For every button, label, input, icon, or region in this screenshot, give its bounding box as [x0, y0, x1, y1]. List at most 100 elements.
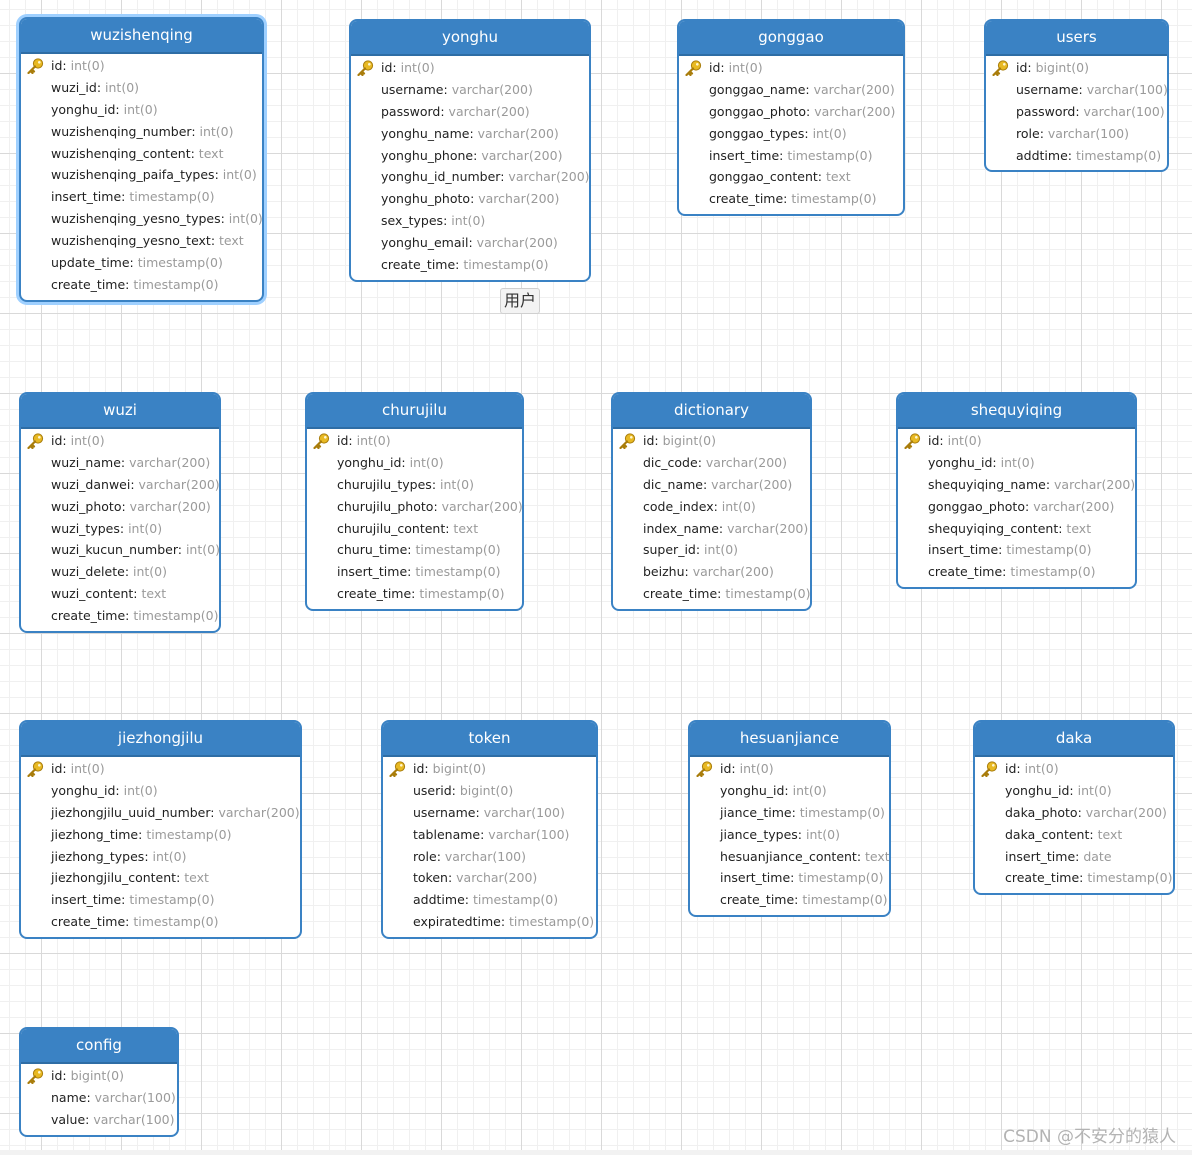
- field-row[interactable]: create_time: timestamp(0): [21, 911, 300, 933]
- relationship-label[interactable]: 用户: [500, 288, 541, 314]
- field-row[interactable]: churujilu_content: text: [307, 518, 522, 540]
- field-row[interactable]: wuzi_kucun_number: int(0): [21, 539, 219, 561]
- field-row[interactable]: create_time: timestamp(0): [21, 605, 219, 627]
- field-row[interactable]: insert_time: timestamp(0): [898, 539, 1135, 561]
- field-row[interactable]: wuzi_types: int(0): [21, 518, 219, 540]
- field-row[interactable]: wuzi_danwei: varchar(200): [21, 474, 219, 496]
- field-row[interactable]: id: int(0): [307, 430, 522, 452]
- field-row[interactable]: password: varchar(100): [986, 101, 1167, 123]
- table-header[interactable]: wuzi: [21, 394, 219, 429]
- field-row[interactable]: role: varchar(100): [986, 123, 1167, 145]
- field-row[interactable]: yonghu_id: int(0): [975, 780, 1173, 802]
- field-row[interactable]: wuzishenqing_number: int(0): [21, 121, 262, 143]
- field-row[interactable]: wuzishenqing_yesno_text: text: [21, 230, 262, 252]
- field-row[interactable]: name: varchar(100): [21, 1087, 177, 1109]
- field-row[interactable]: yonghu_id_number: varchar(200): [351, 166, 589, 188]
- table-header[interactable]: gonggao: [679, 21, 903, 56]
- field-row[interactable]: gonggao_content: text: [679, 166, 903, 188]
- field-row[interactable]: wuzi_delete: int(0): [21, 561, 219, 583]
- field-row[interactable]: create_time: timestamp(0): [351, 254, 589, 276]
- field-row[interactable]: insert_time: date: [975, 846, 1173, 868]
- field-row[interactable]: yonghu_email: varchar(200): [351, 232, 589, 254]
- field-row[interactable]: create_time: timestamp(0): [613, 583, 810, 605]
- field-row[interactable]: expiratedtime: timestamp(0): [383, 911, 596, 933]
- field-row[interactable]: username: varchar(100): [986, 79, 1167, 101]
- field-row[interactable]: jiezhong_time: timestamp(0): [21, 824, 300, 846]
- field-row[interactable]: yonghu_id: int(0): [21, 99, 262, 121]
- field-row[interactable]: addtime: timestamp(0): [986, 145, 1167, 167]
- field-row[interactable]: wuzi_id: int(0): [21, 77, 262, 99]
- field-row[interactable]: id: int(0): [679, 57, 903, 79]
- field-row[interactable]: update_time: timestamp(0): [21, 252, 262, 274]
- table-header[interactable]: jiezhongjilu: [21, 722, 300, 757]
- field-row[interactable]: userid: bigint(0): [383, 780, 596, 802]
- field-row[interactable]: create_time: timestamp(0): [21, 274, 262, 296]
- field-row[interactable]: shequyiqing_content: text: [898, 518, 1135, 540]
- field-row[interactable]: index_name: varchar(200): [613, 518, 810, 540]
- table-header[interactable]: config: [21, 1029, 177, 1064]
- field-row[interactable]: addtime: timestamp(0): [383, 889, 596, 911]
- field-row[interactable]: token: varchar(200): [383, 867, 596, 889]
- field-row[interactable]: role: varchar(100): [383, 846, 596, 868]
- field-row[interactable]: gonggao_photo: varchar(200): [898, 496, 1135, 518]
- field-row[interactable]: sex_types: int(0): [351, 210, 589, 232]
- field-row[interactable]: yonghu_name: varchar(200): [351, 123, 589, 145]
- field-row[interactable]: yonghu_phone: varchar(200): [351, 145, 589, 167]
- field-row[interactable]: yonghu_id: int(0): [21, 780, 300, 802]
- field-row[interactable]: username: varchar(200): [351, 79, 589, 101]
- field-row[interactable]: yonghu_id: int(0): [690, 780, 889, 802]
- table-header[interactable]: daka: [975, 722, 1173, 757]
- field-row[interactable]: shequyiqing_name: varchar(200): [898, 474, 1135, 496]
- field-row[interactable]: dic_code: varchar(200): [613, 452, 810, 474]
- table-header[interactable]: shequyiqing: [898, 394, 1135, 429]
- field-row[interactable]: yonghu_id: int(0): [898, 452, 1135, 474]
- field-row[interactable]: jiance_types: int(0): [690, 824, 889, 846]
- field-row[interactable]: churu_time: timestamp(0): [307, 539, 522, 561]
- field-row[interactable]: yonghu_id: int(0): [307, 452, 522, 474]
- field-row[interactable]: id: bigint(0): [383, 758, 596, 780]
- field-row[interactable]: id: bigint(0): [613, 430, 810, 452]
- field-row[interactable]: id: int(0): [690, 758, 889, 780]
- field-row[interactable]: churujilu_photo: varchar(200): [307, 496, 522, 518]
- field-row[interactable]: wuzi_name: varchar(200): [21, 452, 219, 474]
- field-row[interactable]: id: int(0): [21, 55, 262, 77]
- field-row[interactable]: jiezhongjilu_uuid_number: varchar(200): [21, 802, 300, 824]
- table-header[interactable]: dictionary: [613, 394, 810, 429]
- field-row[interactable]: churujilu_types: int(0): [307, 474, 522, 496]
- table-header[interactable]: users: [986, 21, 1167, 56]
- field-row[interactable]: id: int(0): [21, 430, 219, 452]
- field-row[interactable]: id: int(0): [975, 758, 1173, 780]
- field-row[interactable]: create_time: timestamp(0): [898, 561, 1135, 583]
- field-row[interactable]: jiezhongjilu_content: text: [21, 867, 300, 889]
- field-row[interactable]: create_time: timestamp(0): [307, 583, 522, 605]
- table-header[interactable]: yonghu: [351, 21, 589, 56]
- field-row[interactable]: wuzi_content: text: [21, 583, 219, 605]
- field-row[interactable]: value: varchar(100): [21, 1109, 177, 1131]
- field-row[interactable]: wuzishenqing_content: text: [21, 143, 262, 165]
- field-row[interactable]: insert_time: timestamp(0): [21, 889, 300, 911]
- field-row[interactable]: insert_time: timestamp(0): [21, 186, 262, 208]
- field-row[interactable]: wuzishenqing_paifa_types: int(0): [21, 164, 262, 186]
- table-header[interactable]: token: [383, 722, 596, 757]
- field-row[interactable]: yonghu_photo: varchar(200): [351, 188, 589, 210]
- table-header[interactable]: churujilu: [307, 394, 522, 429]
- field-row[interactable]: id: bigint(0): [986, 57, 1167, 79]
- table-header[interactable]: hesuanjiance: [690, 722, 889, 757]
- field-row[interactable]: gonggao_name: varchar(200): [679, 79, 903, 101]
- field-row[interactable]: dic_name: varchar(200): [613, 474, 810, 496]
- field-row[interactable]: create_time: timestamp(0): [975, 867, 1173, 889]
- field-row[interactable]: id: int(0): [351, 57, 589, 79]
